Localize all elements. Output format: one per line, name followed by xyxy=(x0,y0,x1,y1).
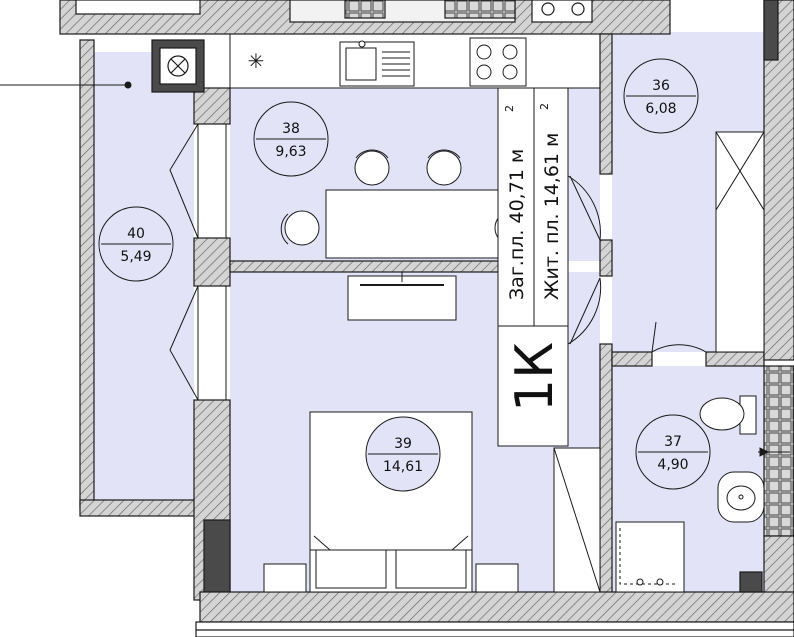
room-38-label: 38 9,63 xyxy=(253,101,329,177)
svg-text:✳: ✳ xyxy=(248,49,265,73)
bottom-wall xyxy=(199,591,794,623)
room-39-label: 39 14,61 xyxy=(365,416,441,492)
total-area-label: Заг.пл. 40,71 м xyxy=(506,149,528,300)
room-37-area: 4,90 xyxy=(657,457,688,473)
apartment-type-label: 1К xyxy=(505,342,565,412)
room-40-floor xyxy=(94,52,194,504)
kitchen-fixtures: ✳ xyxy=(248,37,530,321)
living-area-label: Жит. пл. 14,61 м xyxy=(541,133,563,300)
bedroom-furniture xyxy=(263,411,601,593)
room-38-area: 9,63 xyxy=(275,144,306,160)
area-plaque: Заг.пл. 40,71 м 2 Жит. пл. 14,61 м 2 1К xyxy=(497,87,569,447)
room-39-number: 39 xyxy=(394,436,412,452)
room-40-area: 5,49 xyxy=(120,249,151,265)
hall-wardrobe xyxy=(715,131,765,353)
room-37-label: 37 4,90 xyxy=(635,414,711,490)
tv-stand xyxy=(347,275,457,321)
shower xyxy=(615,521,685,593)
room-36-label: 36 6,08 xyxy=(623,58,699,134)
room-36-area: 6,08 xyxy=(645,101,676,117)
room-labels: 36 6,08 37 4,90 38 9,63 39 14,61 40 5,49 xyxy=(98,58,711,492)
room-40-number: 40 xyxy=(127,226,145,242)
wall-38-39 xyxy=(229,260,511,273)
kitchen-island xyxy=(325,189,507,259)
room-40-label: 40 5,49 xyxy=(98,206,174,282)
walls xyxy=(59,0,794,637)
room-37-number: 37 xyxy=(664,434,682,450)
balcony-doors xyxy=(169,123,227,401)
room-39-area: 14,61 xyxy=(383,459,423,475)
cooktop xyxy=(469,37,527,87)
kitchen-counter xyxy=(229,33,601,89)
interior-doors xyxy=(567,175,707,353)
living-area-unit-sup: 2 xyxy=(538,103,551,110)
left-wall xyxy=(79,39,95,509)
hall-bath-fixtures xyxy=(615,131,790,593)
room-36-number: 36 xyxy=(652,78,670,94)
total-area-unit-sup: 2 xyxy=(503,105,516,112)
room-38-number: 38 xyxy=(282,121,300,137)
